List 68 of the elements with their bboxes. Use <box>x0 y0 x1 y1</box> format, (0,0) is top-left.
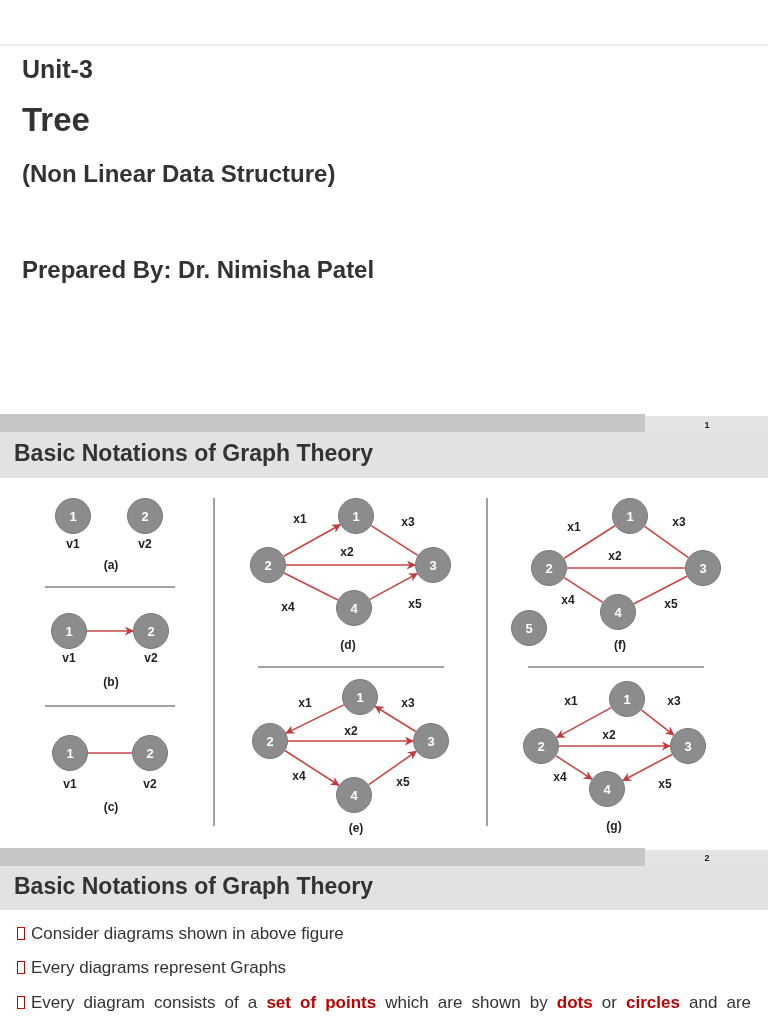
vertex-circle: 2 <box>531 550 567 586</box>
unit-heading: Unit-3 <box>22 55 93 84</box>
edge-line <box>633 575 688 605</box>
vertex-circle: 4 <box>600 594 636 630</box>
arrow <box>284 749 340 787</box>
vertex-circle: 4 <box>336 590 372 626</box>
arrow <box>558 741 671 751</box>
arrow <box>369 572 418 601</box>
vertex-circle: 3 <box>413 723 449 759</box>
arrow <box>287 736 414 746</box>
vertex-circle: 2 <box>132 735 168 771</box>
vertex-circle: 2 <box>133 613 169 649</box>
slide-title: Tree <box>22 101 90 140</box>
arrow <box>640 709 675 736</box>
author-line: Prepared By: Dr. Nimisha Patel <box>22 255 375 284</box>
subtitle: (Non Linear Data Structure) <box>22 159 336 188</box>
section-heading: Basic Notations of Graph Theory <box>14 440 374 467</box>
arrow <box>622 753 673 782</box>
bullet-text: Every diagrams represent Graphs <box>31 957 287 978</box>
figure-caption: (a) <box>103 559 119 573</box>
vertex-circle: 1 <box>51 613 87 649</box>
arrow <box>285 560 416 570</box>
vertex-circle: 2 <box>250 547 286 583</box>
edge-line <box>566 567 686 569</box>
bullet-text: Consider diagrams shown in above figure <box>31 923 344 944</box>
edge-line <box>643 525 690 559</box>
figure-caption: (d) <box>340 639 356 653</box>
figure-caption: (g) <box>606 820 622 834</box>
edge-line <box>370 524 419 557</box>
page-number: 2 <box>704 852 710 864</box>
vertex-circle: 5 <box>511 610 547 646</box>
edge-line <box>283 572 339 601</box>
vertex-circle: 1 <box>55 498 91 534</box>
vertex-label: v2 <box>138 537 152 551</box>
section-heading: Basic Notations of Graph Theory <box>14 873 374 900</box>
arrow <box>285 704 345 734</box>
arrow <box>367 750 418 786</box>
vertex-circle: 2 <box>252 723 288 759</box>
arrow <box>86 626 134 636</box>
figure-caption: (b) <box>103 676 119 690</box>
bullet-text: Every diagram consists of a set of points which are shown by dots or circles and are <box>31 992 751 1013</box>
vertex-circle: 4 <box>589 771 625 807</box>
edge-line <box>563 576 604 604</box>
arrow <box>374 705 417 733</box>
arrow <box>556 706 612 739</box>
vertex-label: v1 <box>62 651 76 665</box>
vertex-circle: 1 <box>342 679 378 715</box>
vertex-circle: 3 <box>670 728 706 764</box>
vertex-circle: 3 <box>415 547 451 583</box>
vertex-label: v1 <box>63 777 77 791</box>
arrow <box>555 755 593 780</box>
arrow <box>282 523 342 558</box>
vertex-circle: 2 <box>127 498 163 534</box>
vertex-circle: 1 <box>609 681 645 717</box>
vertex-label: v1 <box>66 537 80 551</box>
edge-line <box>87 752 133 754</box>
figure-caption: (f) <box>614 639 626 653</box>
vertex-label: v2 <box>144 651 158 665</box>
vertex-circle: 1 <box>612 498 648 534</box>
page-number: 1 <box>704 419 710 431</box>
vertex-circle: 1 <box>338 498 374 534</box>
vertex-circle: 4 <box>336 777 372 813</box>
edge-line <box>563 524 616 560</box>
vertex-circle: 1 <box>52 735 88 771</box>
vertex-label: v2 <box>143 777 157 791</box>
vertex-circle: 3 <box>685 550 721 586</box>
vertex-circle: 2 <box>523 728 559 764</box>
figure-caption: (c) <box>103 801 119 815</box>
